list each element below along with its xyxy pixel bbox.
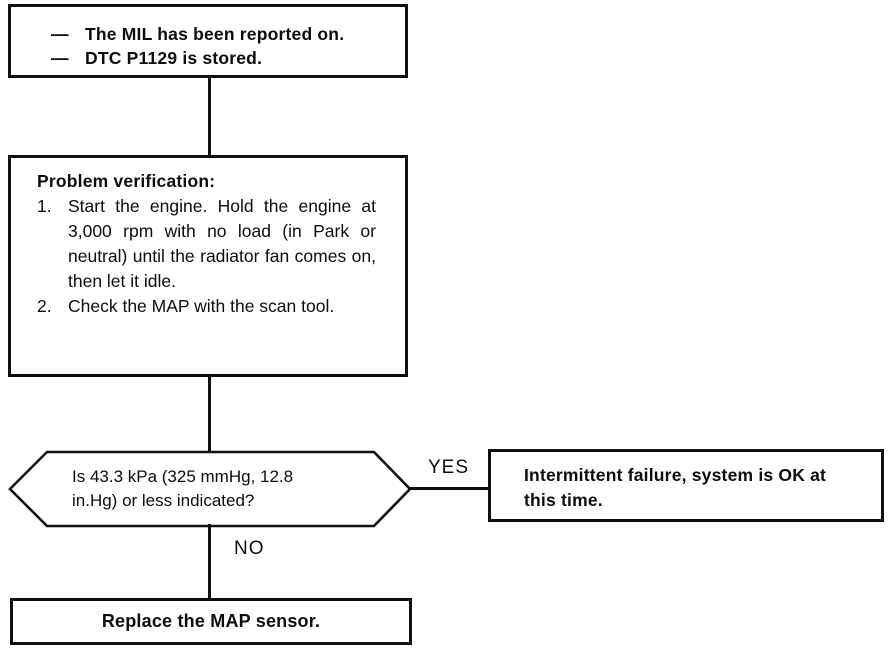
step-text: Check the MAP with the scan tool. [68, 296, 335, 316]
no-branch-label: NO [234, 538, 265, 559]
problem-verification-box: Problem verification: 1. Start the engin… [8, 155, 408, 377]
replace-map-sensor-box: Replace the MAP sensor. [10, 598, 412, 645]
condition-text: The MIL has been reported on. [85, 24, 345, 44]
yes-branch-label: YES [428, 457, 470, 478]
connector-decision-to-yes-result [409, 487, 489, 490]
dash-bullet: — [51, 24, 69, 44]
decision-question: Is 43.3 kPa (325 mmHg, 12.8 in.Hg) or le… [72, 467, 294, 510]
connector-verification-to-decision [208, 376, 211, 452]
condition-line: — DTC P1129 is stored. [51, 46, 391, 70]
connector-start-to-verification [208, 76, 211, 156]
step-number: 1. [37, 196, 52, 216]
connector-decision-to-no-result [208, 524, 211, 600]
yes-result-text: Intermittent failure, system is OK at th… [524, 465, 827, 510]
condition-text: DTC P1129 is stored. [85, 48, 263, 68]
verification-title: Problem verification: [37, 171, 216, 191]
start-conditions-box: — The MIL has been reported on. — DTC P1… [8, 4, 408, 78]
verification-step: 1. Start the engine. Hold the engine at … [37, 194, 391, 294]
decision-hexagon: Is 43.3 kPa (325 mmHg, 12.8 in.Hg) or le… [8, 450, 412, 528]
dash-bullet: — [51, 48, 69, 68]
intermittent-failure-box: Intermittent failure, system is OK at th… [488, 449, 884, 522]
step-number: 2. [37, 296, 52, 316]
step-text: Start the engine. Hold the engine at 3,0… [68, 196, 376, 291]
verification-step: 2. Check the MAP with the scan tool. [37, 294, 391, 319]
condition-line: — The MIL has been reported on. [51, 22, 391, 46]
